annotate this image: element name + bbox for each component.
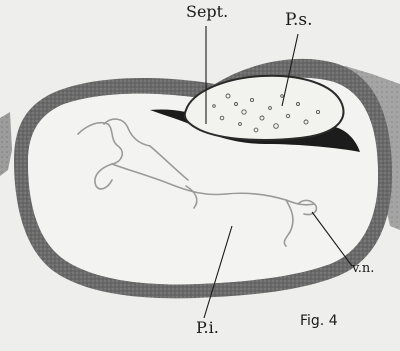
label-pars-inferior: P.i. (196, 320, 219, 336)
label-pars-superior: P.s. (285, 12, 313, 29)
left-tissue-fragment (0, 112, 12, 176)
figure-caption: Fig. 4 (300, 314, 338, 328)
label-septum: Sept. (186, 4, 228, 20)
label-vessel: v.n. (352, 262, 374, 275)
